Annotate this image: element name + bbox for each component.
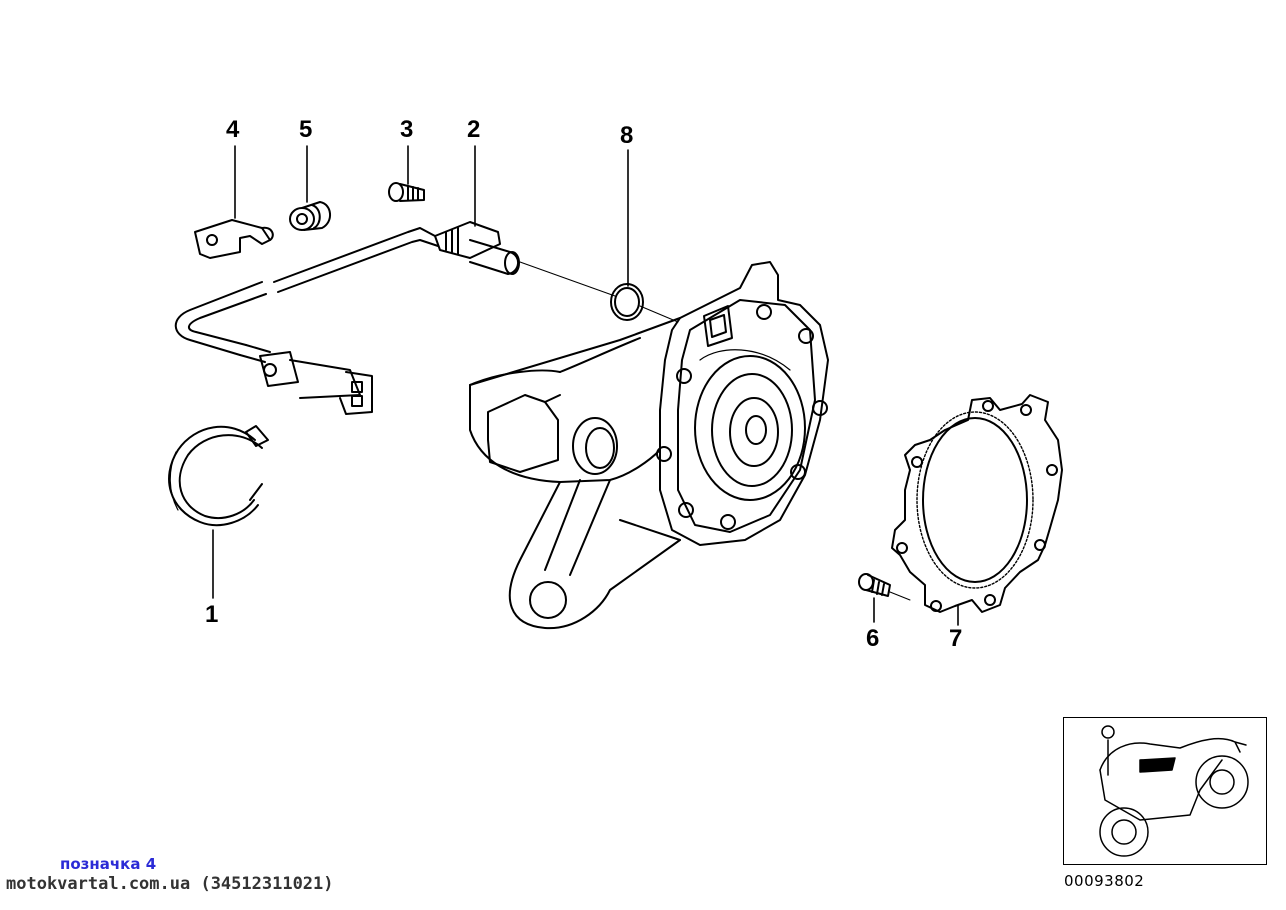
grommet-part-5	[289, 201, 331, 231]
thumbnail-frame	[1063, 717, 1267, 865]
bracket-clip-part-4	[194, 219, 274, 259]
callout-1: 1	[205, 601, 219, 628]
o-ring-part-8	[610, 283, 644, 321]
drive-housing	[469, 261, 829, 630]
callout-8: 8	[620, 122, 634, 149]
sensor-ring-part-7	[891, 394, 1063, 613]
sensor-part-2	[174, 221, 520, 415]
screw-part-6	[858, 573, 891, 597]
screw-part-3	[388, 182, 425, 202]
callout-4: 4	[226, 116, 240, 143]
leader-lines	[212, 145, 959, 626]
callout-6: 6	[866, 625, 880, 652]
clamp-ring-part-1	[168, 425, 269, 527]
callout-2: 2	[467, 116, 481, 143]
motorcycle-thumbnail-icon	[1099, 725, 1249, 857]
source-watermark: motokvartal.com.ua (34512311021)	[6, 874, 334, 894]
callout-3: 3	[400, 116, 414, 143]
note-label: позначка 4	[60, 855, 157, 873]
callout-5: 5	[299, 116, 313, 143]
diagram-number: 00093802	[1064, 872, 1145, 890]
callout-7: 7	[949, 625, 963, 652]
